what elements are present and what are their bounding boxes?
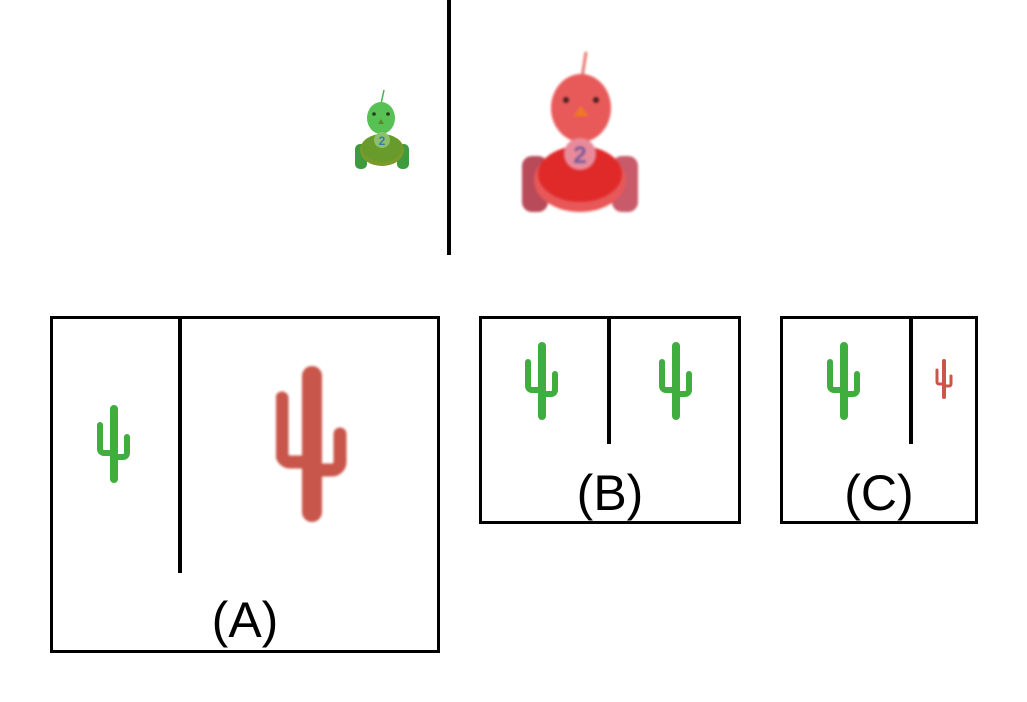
cactus-icon — [827, 342, 860, 420]
option-a-label: (A) — [211, 592, 279, 648]
option-b-divider — [607, 319, 611, 444]
toy-bird-car-icon: 2 — [522, 51, 638, 212]
option-c-divider — [909, 319, 913, 444]
cactus-icon — [276, 366, 347, 522]
cactus-icon — [97, 405, 130, 483]
svg-text:2: 2 — [379, 134, 386, 148]
option-a-box[interactable] — [50, 316, 440, 653]
toy-bird-car-icon: 2 — [355, 89, 409, 169]
option-a-divider — [178, 319, 182, 573]
option-c-label: (C) — [844, 465, 914, 521]
cactus-icon — [935, 359, 953, 399]
cactus-icon — [659, 342, 692, 420]
cactus-icon — [525, 342, 558, 420]
svg-text:2: 2 — [573, 142, 586, 169]
option-c-box[interactable] — [780, 316, 978, 524]
example-divider — [447, 0, 451, 255]
option-b-label: (B) — [576, 465, 644, 521]
